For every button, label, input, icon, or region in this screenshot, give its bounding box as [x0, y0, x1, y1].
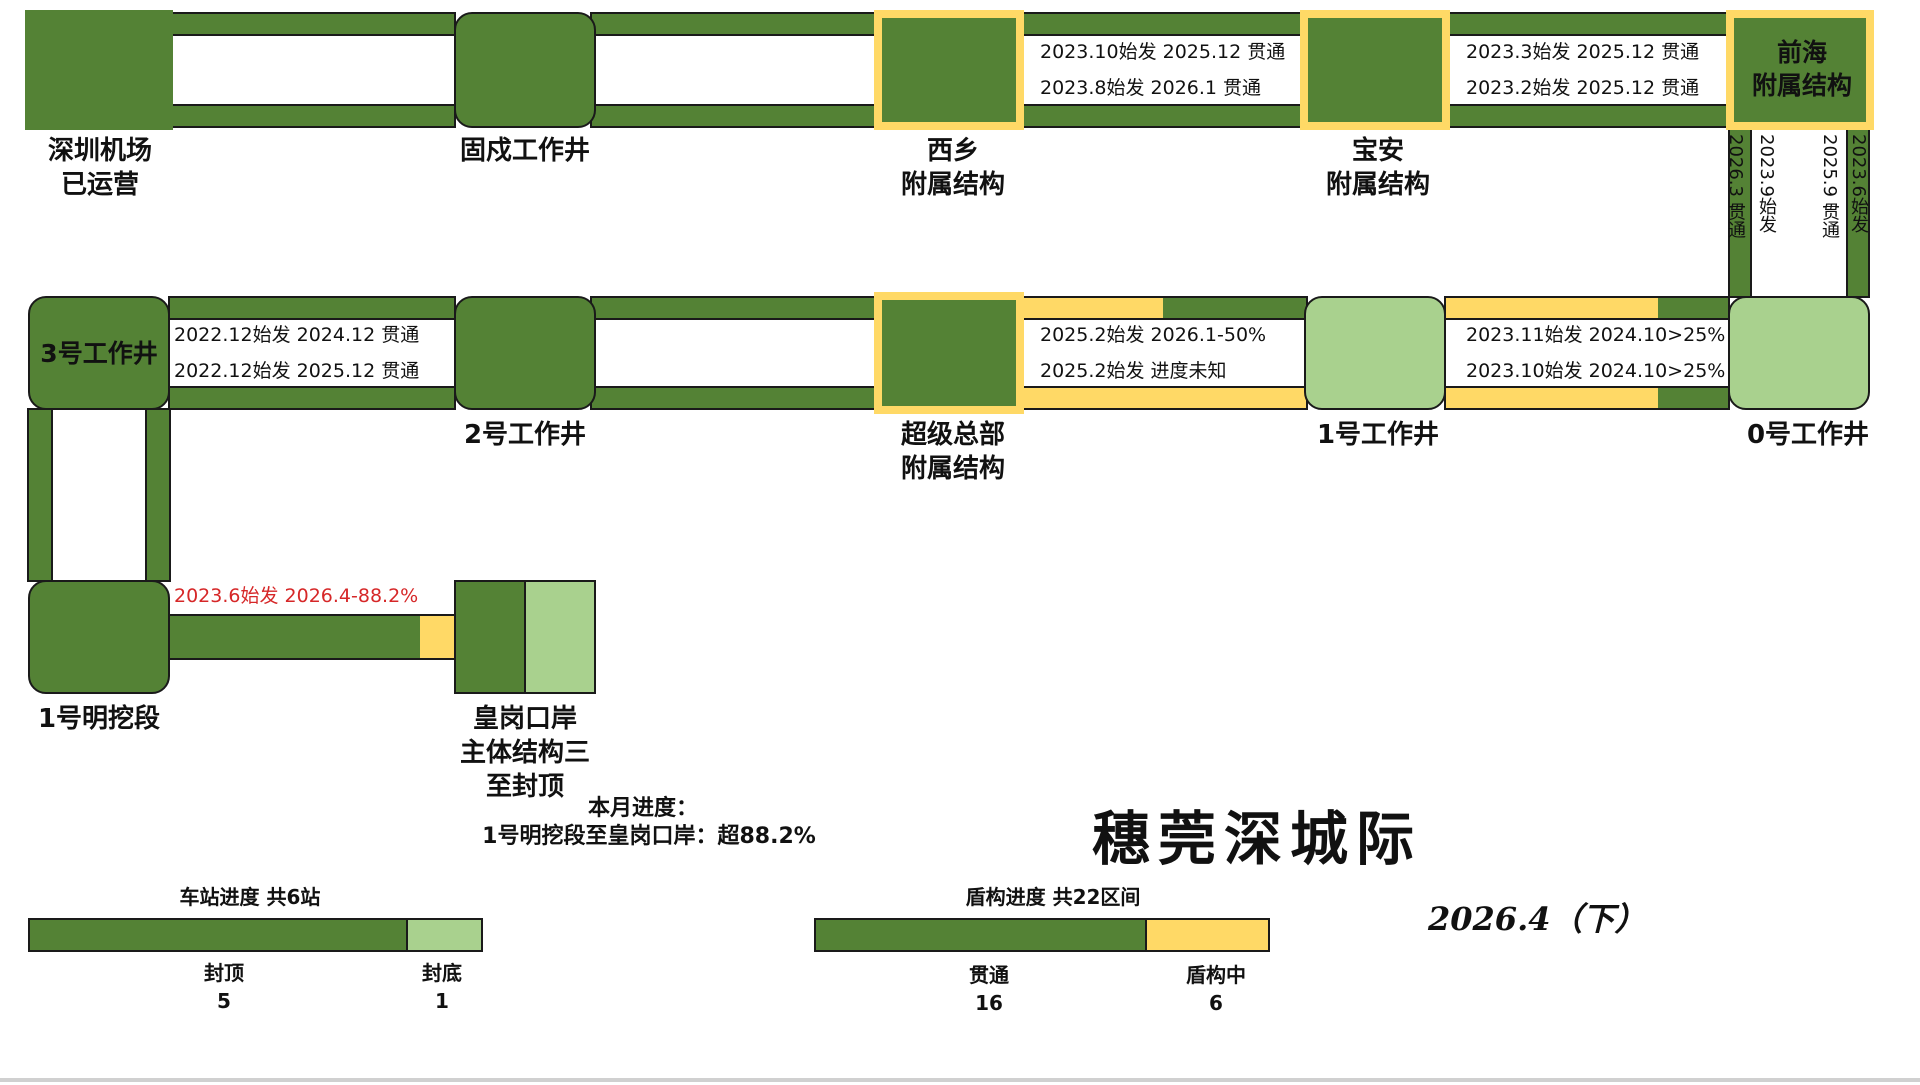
tunnel-superhq-shaft1-lower — [1018, 386, 1308, 410]
monthly-progress-heading: 本月进度： — [587, 796, 699, 821]
station-progress-fill — [30, 920, 408, 950]
station-progress-value-2: 1 — [435, 989, 449, 1013]
tunnel-shaft3-shaft2-upper — [168, 296, 456, 320]
label-open-cut-1: 1号明挖段 — [37, 704, 161, 734]
tunnel-xixiang-baoan-lower — [1018, 104, 1308, 128]
note-qianhai-shaft0-c: 2025.9 贯通 — [1819, 134, 1840, 239]
tunnel-shaft1-shaft0-upper-fill — [1657, 298, 1728, 318]
tunnel-airport-gushu-lower — [168, 104, 456, 128]
station-progress-heading: 车站进度 共6站 — [179, 885, 321, 909]
tunnel-shaft3-opencut-b — [145, 408, 171, 582]
tunnel-shaft1-shaft0-upper — [1444, 296, 1730, 320]
note-opencut-huanggang: 2023.6始发 2026.4-88.2% — [174, 585, 419, 607]
shield-progress-bar — [814, 918, 1270, 952]
station-open-cut-1 — [28, 580, 170, 694]
tunnel-shaft2-superhq-lower — [590, 386, 880, 410]
tunnel-shaft1-shaft0-lower — [1444, 386, 1730, 410]
station-progress-value-1: 5 — [217, 989, 231, 1013]
station-huanggang-sealed-part — [454, 580, 526, 694]
station-shaft-1 — [1304, 296, 1446, 410]
station-shenzhen-airport — [25, 10, 173, 130]
station-xixiang — [874, 10, 1024, 130]
label-shaft-1: 1号工作井 — [1316, 420, 1440, 450]
station-progress-label-1: 封顶 — [204, 961, 244, 985]
shield-progress-heading: 盾构进度 共22区间 — [965, 885, 1141, 909]
station-gushu-shaft — [454, 12, 596, 128]
label-gushu-shaft: 固戍工作井 — [459, 136, 591, 166]
note-qianhai-shaft0-a: 2026.3 贯通 — [1725, 134, 1746, 239]
shield-progress-fill — [816, 920, 1147, 950]
note-shaft3-shaft2-lower: 2022.12始发 2025.12 贯通 — [174, 360, 420, 382]
tunnel-gushu-xixiang-upper — [590, 12, 880, 36]
tunnel-airport-gushu-upper — [168, 12, 456, 36]
note-qianhai-shaft0-d: 2023.6始发 — [1848, 134, 1869, 233]
station-huanggang-bottom-part — [524, 580, 596, 694]
shield-progress-value-2: 6 — [1209, 991, 1223, 1015]
note-shaft1-shaft0-upper: 2023.11始发 2024.10>25% — [1466, 324, 1726, 346]
station-qianhai — [1726, 10, 1874, 130]
label-huanggang: 皇岗口岸 主体结构三 至封顶 — [459, 704, 591, 802]
note-superhq-shaft1-lower: 2025.2始发 进度未知 — [1040, 360, 1227, 382]
tunnel-shaft2-superhq-upper — [590, 296, 880, 320]
station-shaft-2 — [454, 296, 596, 410]
station-progress-label-2: 封底 — [422, 961, 462, 985]
note-shaft3-shaft2-upper: 2022.12始发 2024.12 贯通 — [174, 324, 420, 346]
tunnel-shaft1-shaft0-lower-fill — [1657, 388, 1728, 408]
tunnel-shaft3-shaft2-lower — [168, 386, 456, 410]
label-shaft-3: 3号工作井 — [40, 339, 158, 368]
label-super-hq: 超级总部 附属结构 — [900, 420, 1006, 484]
tunnel-superhq-shaft1-upper-fill — [1163, 298, 1306, 318]
tunnel-opencut-huanggang — [168, 614, 456, 660]
tunnel-opencut-huanggang-fill — [170, 616, 421, 658]
station-super-hq — [874, 292, 1024, 414]
tunnel-superhq-shaft1-upper — [1018, 296, 1308, 320]
shield-progress-label-2: 盾构中 — [1186, 963, 1246, 987]
note-qianhai-shaft0-b: 2023.9始发 — [1756, 134, 1777, 233]
shield-progress-value-1: 16 — [975, 991, 1003, 1015]
tunnel-qianhai-shaft0-a — [1728, 128, 1752, 298]
note-xixiang-baoan-upper: 2023.10始发 2025.12 贯通 — [1040, 41, 1286, 63]
label-baoan: 宝安 附属结构 — [1325, 136, 1431, 200]
station-progress-bar — [28, 918, 483, 952]
note-superhq-shaft1-upper: 2025.2始发 2026.1-50% — [1040, 324, 1267, 346]
note-xixiang-baoan-lower: 2023.8始发 2026.1 贯通 — [1040, 77, 1262, 99]
tunnel-qianhai-shaft0-b — [1846, 128, 1870, 298]
tunnel-xixiang-baoan-upper — [1018, 12, 1308, 36]
tunnel-baoan-qianhai-upper — [1444, 12, 1730, 36]
label-shenzhen-airport: 深圳机场 已运营 — [47, 136, 153, 200]
monthly-progress-detail: 1号明挖段至皇岗口岸：超88.2% — [482, 824, 816, 849]
note-baoan-qianhai-upper: 2023.3始发 2025.12 贯通 — [1466, 41, 1700, 63]
note-shaft1-shaft0-lower: 2023.10始发 2024.10>25% — [1466, 360, 1726, 382]
label-xixiang: 西乡 附属结构 — [900, 136, 1006, 200]
bottom-divider — [0, 1078, 1920, 1082]
note-baoan-qianhai-lower: 2023.2始发 2025.12 贯通 — [1466, 77, 1700, 99]
page-title: 穗莞深城际 — [1092, 805, 1423, 873]
report-date: 2026.4（下） — [1428, 900, 1647, 938]
shield-progress-label-1: 贯通 — [969, 963, 1009, 987]
tunnel-baoan-qianhai-lower — [1444, 104, 1730, 128]
label-qianhai: 前海 附属结构 — [1751, 38, 1853, 100]
station-shaft-0 — [1728, 296, 1870, 410]
station-baoan — [1300, 10, 1450, 130]
label-shaft-2: 2号工作井 — [463, 420, 587, 450]
tunnel-shaft3-opencut-a — [27, 408, 53, 582]
station-shaft-3 — [28, 296, 170, 410]
tunnel-gushu-xixiang-lower — [590, 104, 880, 128]
label-shaft-0: 0号工作井 — [1746, 420, 1870, 450]
